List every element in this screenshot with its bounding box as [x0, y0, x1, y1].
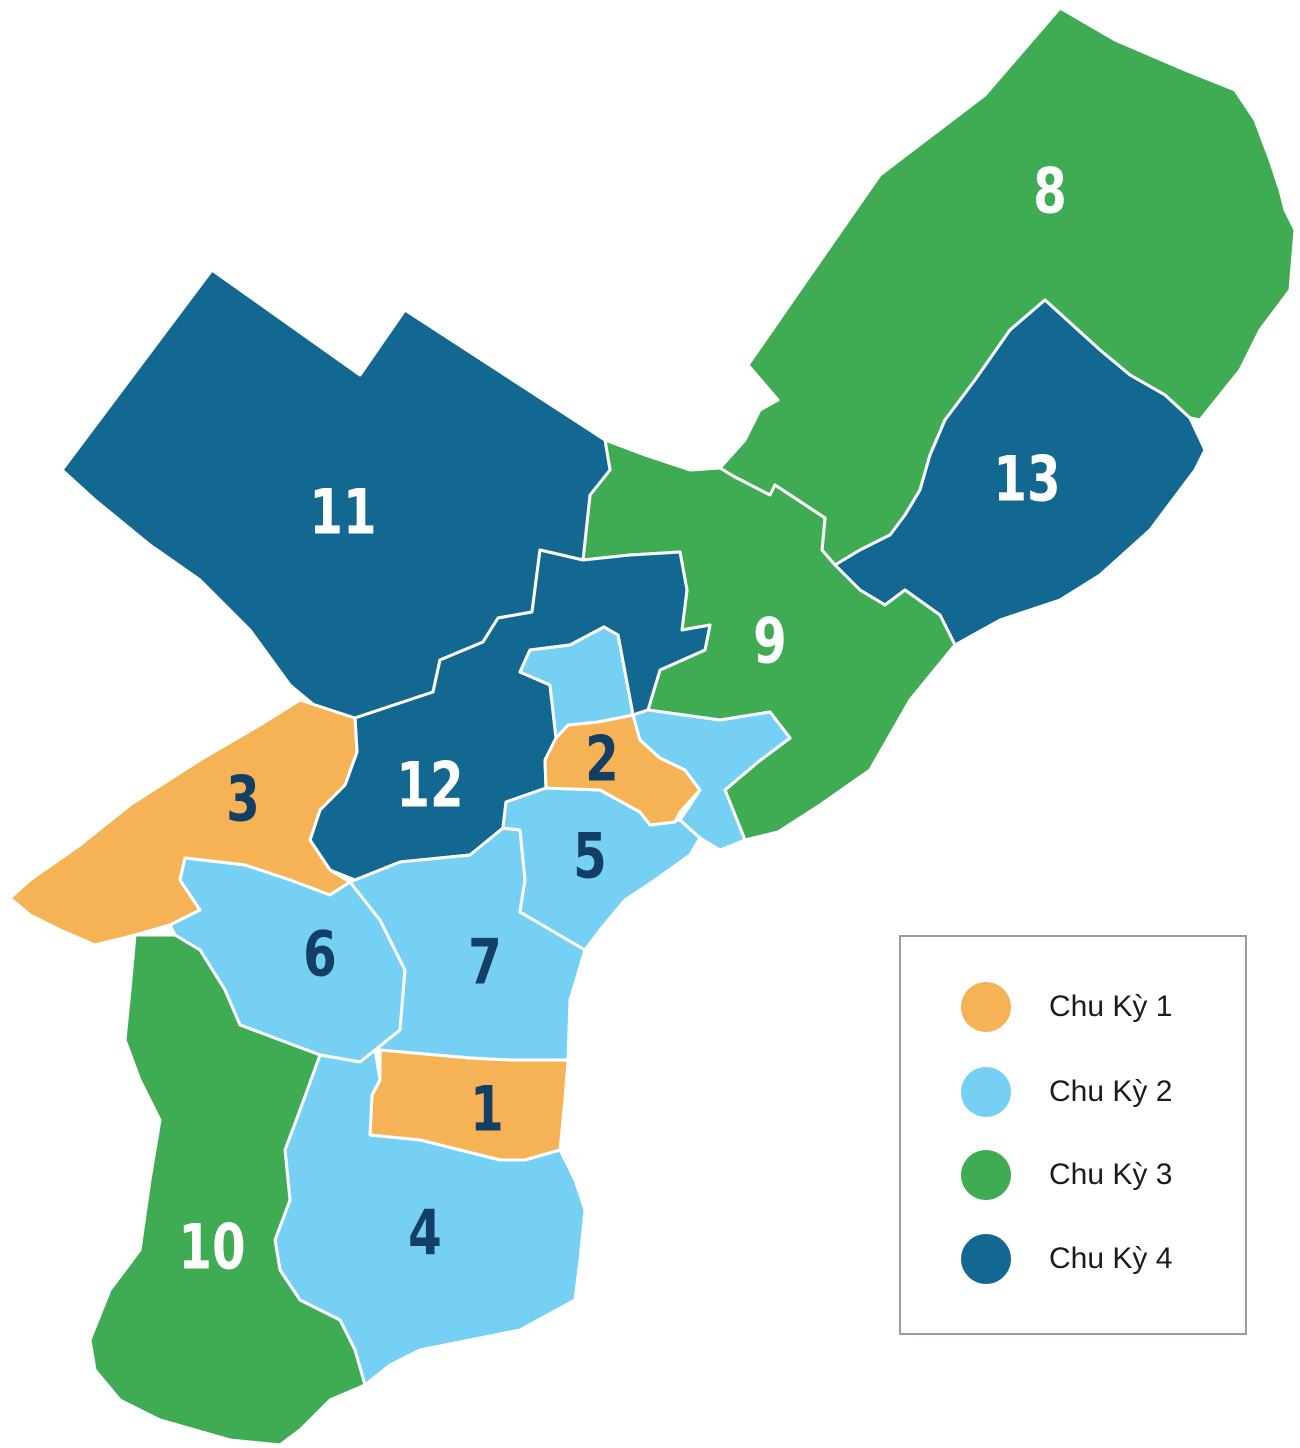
- district-2-east-region[interactable]: [631, 708, 792, 852]
- legend-label-cycle-3: Chu Kỳ 3: [1049, 1158, 1173, 1191]
- legend-swatch-cycle-3: [961, 1150, 1011, 1200]
- district-label-2: 2: [585, 724, 619, 796]
- district-label-9: 9: [753, 606, 787, 678]
- legend-item-cycle-3: Chu Kỳ 3: [961, 1150, 1172, 1200]
- district-7-region[interactable]: [348, 826, 587, 1062]
- map-legend: Chu Kỳ 1 Chu Kỳ 2 Chu Kỳ 3 Chu Kỳ 4: [899, 935, 1247, 1335]
- district-2-north-region[interactable]: [518, 625, 635, 740]
- district-label-3: 3: [226, 764, 260, 836]
- district-label-12: 12: [396, 750, 463, 822]
- legend-label-cycle-2: Chu Kỳ 2: [1049, 1075, 1173, 1108]
- district-label-11: 11: [309, 477, 376, 549]
- district-label-4: 4: [408, 1198, 442, 1270]
- legend-swatch-cycle-2: [961, 1067, 1011, 1117]
- legend-swatch-cycle-1: [961, 982, 1011, 1032]
- district-label-8: 8: [1033, 156, 1067, 228]
- legend-swatch-cycle-4: [961, 1234, 1011, 1284]
- district-label-6: 6: [303, 919, 337, 991]
- district-10-region[interactable]: [88, 933, 367, 1447]
- legend-item-cycle-2: Chu Kỳ 2: [961, 1067, 1172, 1117]
- legend-label-cycle-1: Chu Kỳ 1: [1049, 990, 1173, 1023]
- legend-item-cycle-1: Chu Kỳ 1: [961, 982, 1172, 1032]
- district-label-10: 10: [178, 1212, 245, 1284]
- district-label-5: 5: [573, 821, 607, 893]
- legend-label-cycle-4: Chu Kỳ 4: [1049, 1242, 1173, 1275]
- legend-item-cycle-4: Chu Kỳ 4: [961, 1234, 1172, 1284]
- district-label-13: 13: [993, 444, 1060, 516]
- district-label-1: 1: [470, 1074, 504, 1146]
- district-label-7: 7: [468, 927, 502, 999]
